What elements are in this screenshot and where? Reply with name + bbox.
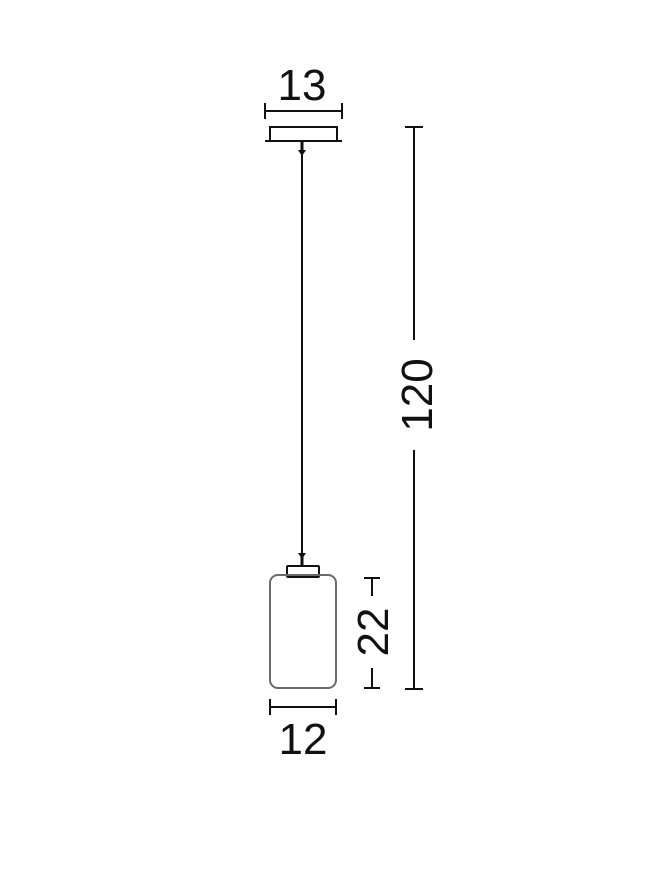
total-height-dimension: 120	[393, 126, 442, 690]
glass-shade	[269, 574, 337, 689]
canopy-cord-clamp	[298, 150, 306, 156]
ceiling-canopy	[265, 126, 342, 156]
holder-cap	[286, 565, 320, 578]
total-height-label: 120	[393, 358, 442, 431]
canopy-width-label: 13	[278, 61, 327, 110]
shade-width-label: 12	[279, 715, 328, 764]
shade-width-dimension: 12	[269, 699, 337, 764]
canopy-body	[269, 126, 338, 142]
canopy-width-dimension: 13	[264, 61, 343, 119]
shade-height-dimension: 22	[349, 577, 398, 689]
lamp-holder	[286, 553, 320, 578]
shade-height-label: 22	[349, 608, 398, 657]
